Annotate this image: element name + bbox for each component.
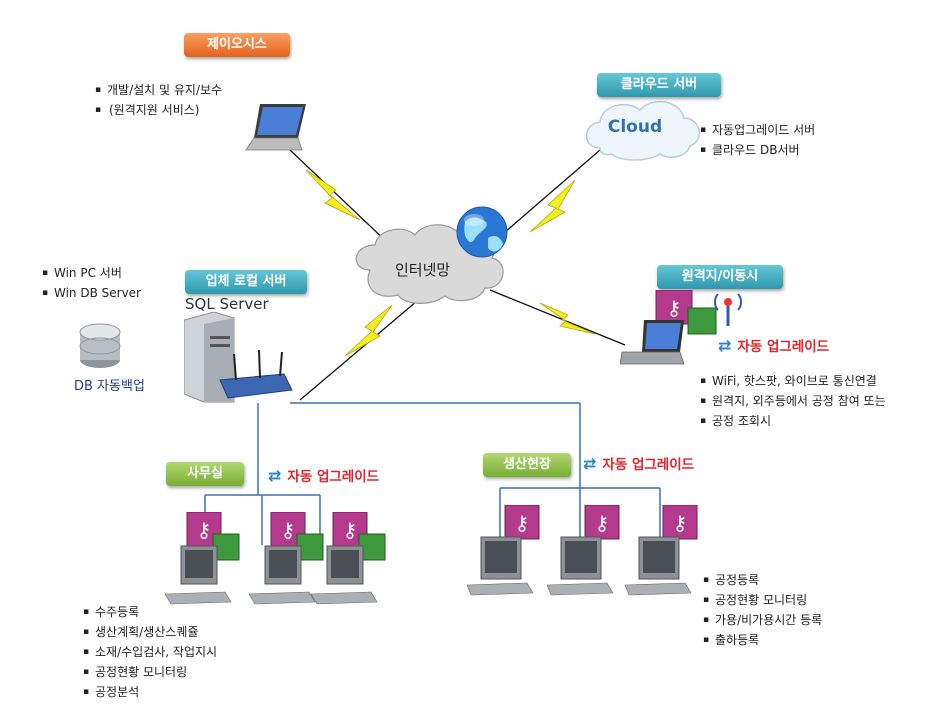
remote-laptop-icon: ⚷ (620, 290, 742, 365)
list-item: 공정현황 모니터링 (703, 590, 822, 610)
computer-icon: ⚷ (310, 512, 386, 605)
office-notes: 수주등록 생산계획/생산스퀘쥴 소재/수입검사, 작업지시 공정현황 모니터링 … (83, 602, 217, 702)
list-item: 공정 조회시 (700, 411, 886, 431)
office-badge: 사무실 (166, 462, 244, 486)
wifi-antenna-icon (714, 293, 742, 326)
svg-text:⚷: ⚷ (281, 518, 296, 542)
list-item: Win DB Server (42, 283, 141, 303)
excel-app-icon (687, 307, 717, 335)
remote-badge: 원격지/이동시 (657, 265, 783, 289)
auto-upgrade-label: 자동 업그레이드 (287, 469, 380, 485)
svg-text:⚷: ⚷ (197, 518, 212, 542)
list-item: 공정등록 (703, 570, 822, 590)
branch-lines (204, 402, 661, 545)
computer-icon: ⚷ (165, 512, 240, 605)
jeiosys-notes: 개발/설치 및 유지/보수 (원격지원 서비스) (95, 80, 222, 120)
svg-text:⚷: ⚷ (515, 511, 530, 535)
list-item: 가용/비가용시간 등록 (703, 610, 822, 630)
production-notes: 공정등록 공정현황 모니터링 가용/비가용시간 등록 출하등록 (703, 570, 822, 650)
list-item: 공정분석 (83, 682, 217, 702)
sql-server-label: SQL Server (185, 295, 269, 313)
production-computers: ⚷ ⚷ ⚷ (466, 505, 698, 596)
list-item: 공정현황 모니터링 (83, 662, 217, 682)
office-auto-upgrade: ⇄ 자동 업그레이드 (268, 465, 379, 485)
sync-icon: ⇄ (583, 454, 597, 473)
computer-icon: ⚷ (546, 505, 620, 596)
office-computers: ⚷ ⚷ ⚷ (165, 512, 386, 605)
production-badge: 생산현장 (483, 453, 571, 477)
database-icon (79, 323, 121, 368)
list-item: 소재/수입검사, 작업지시 (83, 642, 217, 662)
lightning-icon (305, 169, 361, 221)
list-item: (원격지원 서비스) (95, 100, 222, 120)
list-item: 출하등록 (703, 630, 822, 650)
cloud-server-icon (585, 100, 701, 161)
laptop-icon (245, 104, 306, 151)
server-icon (184, 312, 293, 403)
computer-icon: ⚷ (624, 505, 698, 596)
db-backup-label: DB 자동백업 (74, 379, 145, 394)
list-item: 수주등록 (83, 602, 217, 622)
lightning-icon (344, 304, 393, 357)
list-item: 클라우드 DB서버 (700, 140, 815, 160)
router-icon (219, 349, 293, 399)
auto-upgrade-label: 자동 업그레이드 (602, 457, 695, 473)
cloud-logo-text: Cloud (607, 117, 663, 137)
lightning-icon (529, 179, 576, 233)
remote-notes: WiFi, 핫스팟, 와이브로 통신연결 원격지, 외주등에서 공정 참여 또는… (700, 371, 886, 431)
svg-text:⚷: ⚷ (343, 518, 358, 542)
production-auto-upgrade: ⇄ 자동 업그레이드 (583, 453, 694, 473)
sync-icon: ⇄ (718, 336, 732, 355)
remote-auto-upgrade: ⇄ 자동 업그레이드 (718, 335, 829, 355)
cloud-notes: 자동업그레이드 서버 클라우드 DB서버 (700, 120, 815, 160)
globe-icon (456, 206, 508, 258)
list-item: 생산계획/생산스퀘쥴 (83, 622, 217, 642)
lightning-icons (305, 169, 596, 357)
lightning-icon (539, 302, 596, 335)
computer-icon: ⚷ (466, 505, 540, 596)
svg-text:⚷: ⚷ (667, 296, 682, 320)
jeiosys-badge: 제이오시스 (184, 33, 290, 57)
list-item: 원격지, 외주등에서 공정 참여 또는 (700, 391, 886, 411)
sync-icon: ⇄ (268, 466, 282, 485)
local-server-notes: Win PC 서버 Win DB Server (42, 263, 141, 303)
svg-text:⚷: ⚷ (673, 511, 688, 535)
cloud-server-badge: 클라우드 서버 (597, 73, 721, 97)
local-server-badge: 업체 로컬 서버 (185, 270, 307, 294)
list-item: Win PC 서버 (42, 263, 141, 283)
internet-label: 인터넷망 (395, 261, 451, 279)
list-item: WiFi, 핫스팟, 와이브로 통신연결 (700, 371, 886, 391)
list-item: 자동업그레이드 서버 (700, 120, 815, 140)
list-item: 개발/설치 및 유지/보수 (95, 80, 222, 100)
computer-icon: ⚷ (248, 512, 324, 605)
svg-text:⚷: ⚷ (595, 511, 610, 535)
auto-upgrade-label: 자동 업그레이드 (737, 339, 830, 355)
